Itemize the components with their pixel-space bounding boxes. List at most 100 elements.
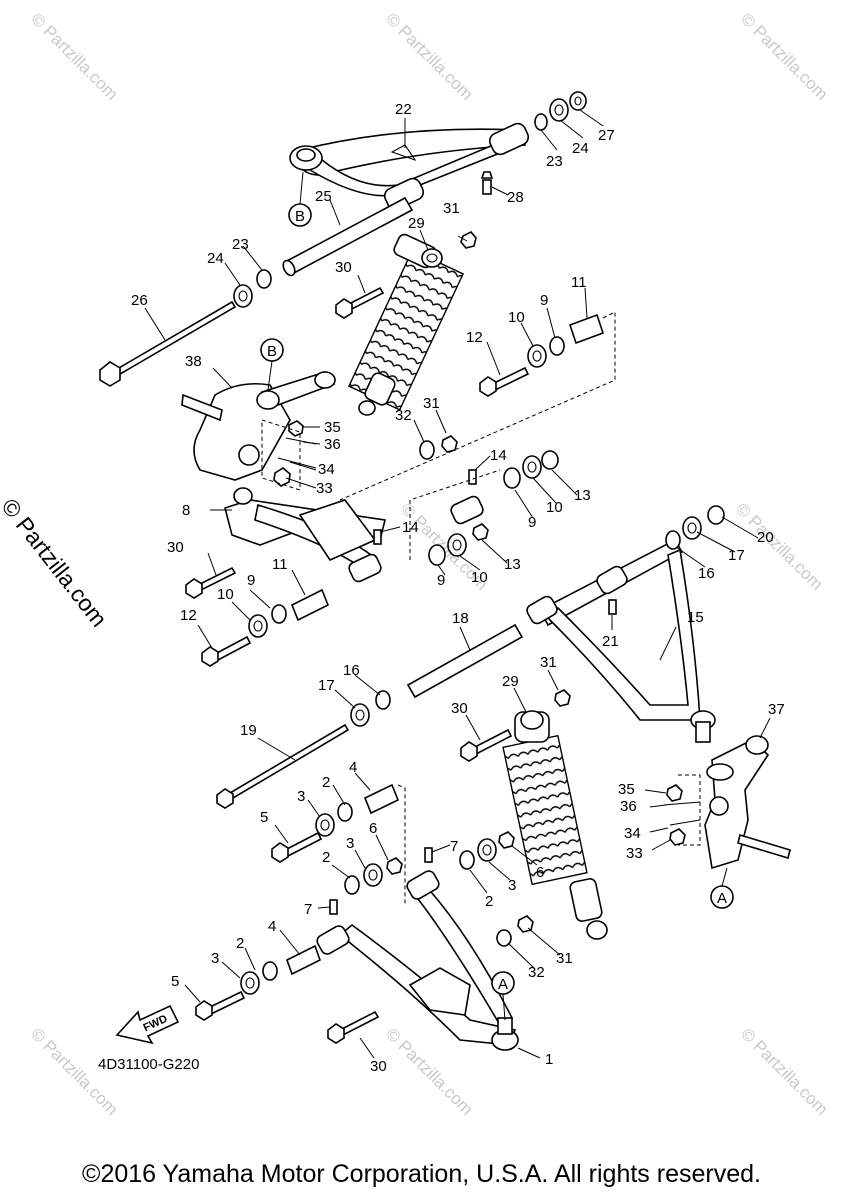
callout-label: 9 [540, 292, 548, 309]
callout-label: 11 [272, 556, 288, 573]
callout-label: 12 [180, 607, 197, 624]
callout-label: 2 [322, 774, 330, 791]
callout-label: 3 [508, 877, 516, 894]
copyright-footer: ©2016 Yamaha Motor Corporation, U.S.A. A… [82, 1160, 761, 1188]
callout-label: 33 [626, 845, 643, 862]
callout-label: 30 [451, 700, 468, 717]
dash-guide [339, 311, 616, 501]
bolt-26 [99, 300, 237, 387]
callout-label: 10 [217, 586, 234, 603]
upper-arm-22 [289, 122, 530, 211]
callout-label: 23 [232, 236, 249, 253]
grease-nipple-21 [608, 599, 617, 615]
shock-absorber-lower-29 [502, 710, 608, 940]
nut-31-top [460, 231, 477, 249]
collar-25 [282, 196, 414, 277]
callout-label: 13 [504, 556, 521, 573]
callout-label: 14 [402, 519, 419, 536]
callout-label: 25 [315, 188, 332, 205]
callout-label: 20 [757, 529, 774, 546]
watermark-text: © Partzilla.com [382, 9, 476, 103]
callout-label: 13 [574, 487, 591, 504]
leader-lines [144, 109, 771, 1059]
ref-marker-label: B [267, 343, 277, 360]
callout-label: 30 [167, 539, 184, 556]
callout-label: 24 [207, 250, 224, 267]
callout-label: 4 [349, 759, 357, 776]
callout-label: 19 [240, 722, 257, 739]
dash-guide [409, 469, 501, 560]
ref-marker-label: B [295, 208, 305, 225]
callout-label: 9 [528, 514, 536, 531]
grease-nipple-14 [373, 469, 477, 545]
callout-label: 31 [443, 200, 460, 217]
cotter-pin-34-36-right [663, 801, 701, 826]
upper-arm-15 [526, 538, 716, 743]
collar-18 [406, 623, 524, 699]
lower-arm-1 [316, 870, 519, 1051]
ref-marker-label: A [717, 890, 727, 907]
callout-label: 31 [556, 950, 573, 967]
bushing-set-right [665, 505, 725, 550]
callout-label: 11 [571, 274, 587, 291]
bolt-30-middle [185, 566, 237, 599]
bushing-set-upper-middle [479, 313, 605, 397]
bushing-set-upper-left [233, 269, 272, 308]
callout-label: 37 [768, 701, 785, 718]
watermark-text: © Partzilla.com [737, 9, 831, 103]
bolt-30-top [335, 286, 385, 319]
callout-label: 32 [395, 407, 412, 424]
callout-label: 36 [324, 436, 341, 453]
callout-label: 14 [490, 447, 507, 464]
callout-label: 6 [536, 864, 544, 881]
callout-label: 35 [324, 419, 341, 436]
callout-label: 31 [423, 395, 440, 412]
bushing-set-upper-right [534, 91, 587, 131]
bushing-set-middle [419, 435, 559, 566]
callout-label: 31 [540, 654, 557, 671]
callout-label: 3 [346, 835, 354, 852]
callout-label: 16 [698, 565, 715, 582]
callout-label: 28 [507, 189, 524, 206]
bolt-30-right [460, 728, 513, 762]
callout-label: 29 [502, 673, 519, 690]
nut-33-left [273, 467, 291, 487]
watermark-text: © Partzilla.com [737, 1024, 831, 1118]
steering-knuckle-right-37 [704, 735, 791, 870]
bushing-set-lower-left [201, 588, 330, 667]
callout-label: 2 [236, 935, 244, 952]
callout-label: 24 [572, 140, 589, 157]
callout-label: 4 [268, 918, 276, 935]
nut-35-right [666, 784, 683, 802]
callout-label: 35 [618, 781, 635, 798]
ref-marker-a-right: A [710, 867, 734, 909]
callout-label: 18 [452, 610, 469, 627]
callout-label: 30 [370, 1058, 387, 1075]
callout-label: 15 [687, 609, 704, 626]
callout-label: 12 [466, 329, 483, 346]
callout-label: 16 [343, 662, 360, 679]
callout-label: 7 [450, 838, 458, 855]
dash-guide [397, 784, 406, 905]
nut-33-right [669, 828, 686, 846]
callout-label: 2 [322, 849, 330, 866]
callout-numbers: 1 2 2 2 2 3 3 3 3 4 4 5 5 6 6 7 7 8 9 9 … [131, 101, 785, 1075]
callout-label: 34 [318, 461, 335, 478]
nut-31-middle [554, 689, 571, 707]
callout-label: 21 [602, 633, 619, 650]
lower-arm-8 [224, 487, 484, 583]
forward-arrow-icon: FWD [115, 1004, 180, 1045]
callout-label: 9 [437, 572, 445, 589]
callout-label: 5 [171, 973, 179, 990]
dash-guide [261, 419, 301, 491]
bolt-19 [216, 723, 350, 809]
callout-label: 38 [185, 353, 202, 370]
ref-marker-b-lower: B [260, 338, 284, 391]
callout-label: 36 [620, 798, 637, 815]
drawing-code: 4D31100-G220 [98, 1056, 200, 1073]
callout-label: 29 [408, 215, 425, 232]
ref-marker-label: A [498, 976, 508, 993]
dash-guide [678, 774, 701, 846]
callout-label: 30 [335, 259, 352, 276]
